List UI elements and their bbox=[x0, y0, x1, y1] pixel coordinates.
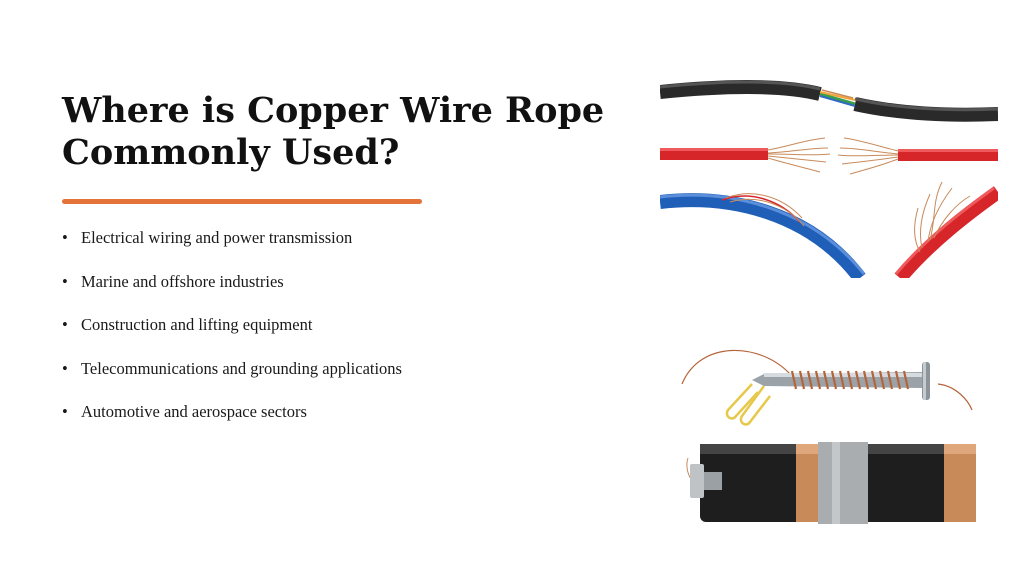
bullet-dot-icon: • bbox=[62, 402, 68, 421]
bullet-item: • Telecommunications and grounding applic… bbox=[62, 357, 402, 381]
bullet-item: • Construction and lifting equipment bbox=[62, 313, 402, 337]
red-cable bbox=[660, 137, 998, 175]
bullet-item: • Marine and offshore industries bbox=[62, 270, 402, 294]
bullet-dot-icon: • bbox=[62, 228, 68, 247]
slide-title-line-2: Commonly Used? bbox=[62, 132, 400, 173]
title-accent-bar bbox=[62, 199, 422, 204]
bullet-dot-icon: • bbox=[62, 271, 68, 291]
bullet-list: • Electrical wiring and power transmissio… bbox=[62, 226, 402, 444]
black-cable bbox=[660, 80, 998, 122]
bullet-text: Marine and offshore industries bbox=[81, 271, 284, 291]
nail-and-battery-image bbox=[681, 349, 976, 524]
paperclip-icon bbox=[725, 383, 771, 426]
bullet-dot-icon: • bbox=[62, 358, 68, 378]
bullet-item: • Automotive and aerospace sectors bbox=[62, 400, 402, 424]
copper-coil bbox=[790, 370, 910, 390]
slide-title: Where is Copper Wire Rope Commonly Used? bbox=[62, 90, 642, 174]
nail bbox=[752, 362, 930, 400]
bullet-item: • Electrical wiring and power transmissio… bbox=[62, 226, 402, 250]
bullet-text: Electrical wiring and power transmission bbox=[81, 228, 353, 247]
bullet-text: Construction and lifting equipment bbox=[81, 315, 313, 334]
bullet-text: Telecommunications and grounding applica… bbox=[81, 358, 402, 378]
bullet-text: Automotive and aerospace sectors bbox=[81, 402, 307, 421]
stripped-wires-image bbox=[660, 80, 998, 278]
battery bbox=[690, 442, 976, 524]
bullet-dot-icon: • bbox=[62, 315, 68, 334]
red-curved-cable bbox=[894, 181, 998, 278]
blue-cable bbox=[660, 193, 866, 278]
slide-title-line-1: Where is Copper Wire Rope bbox=[62, 90, 605, 131]
